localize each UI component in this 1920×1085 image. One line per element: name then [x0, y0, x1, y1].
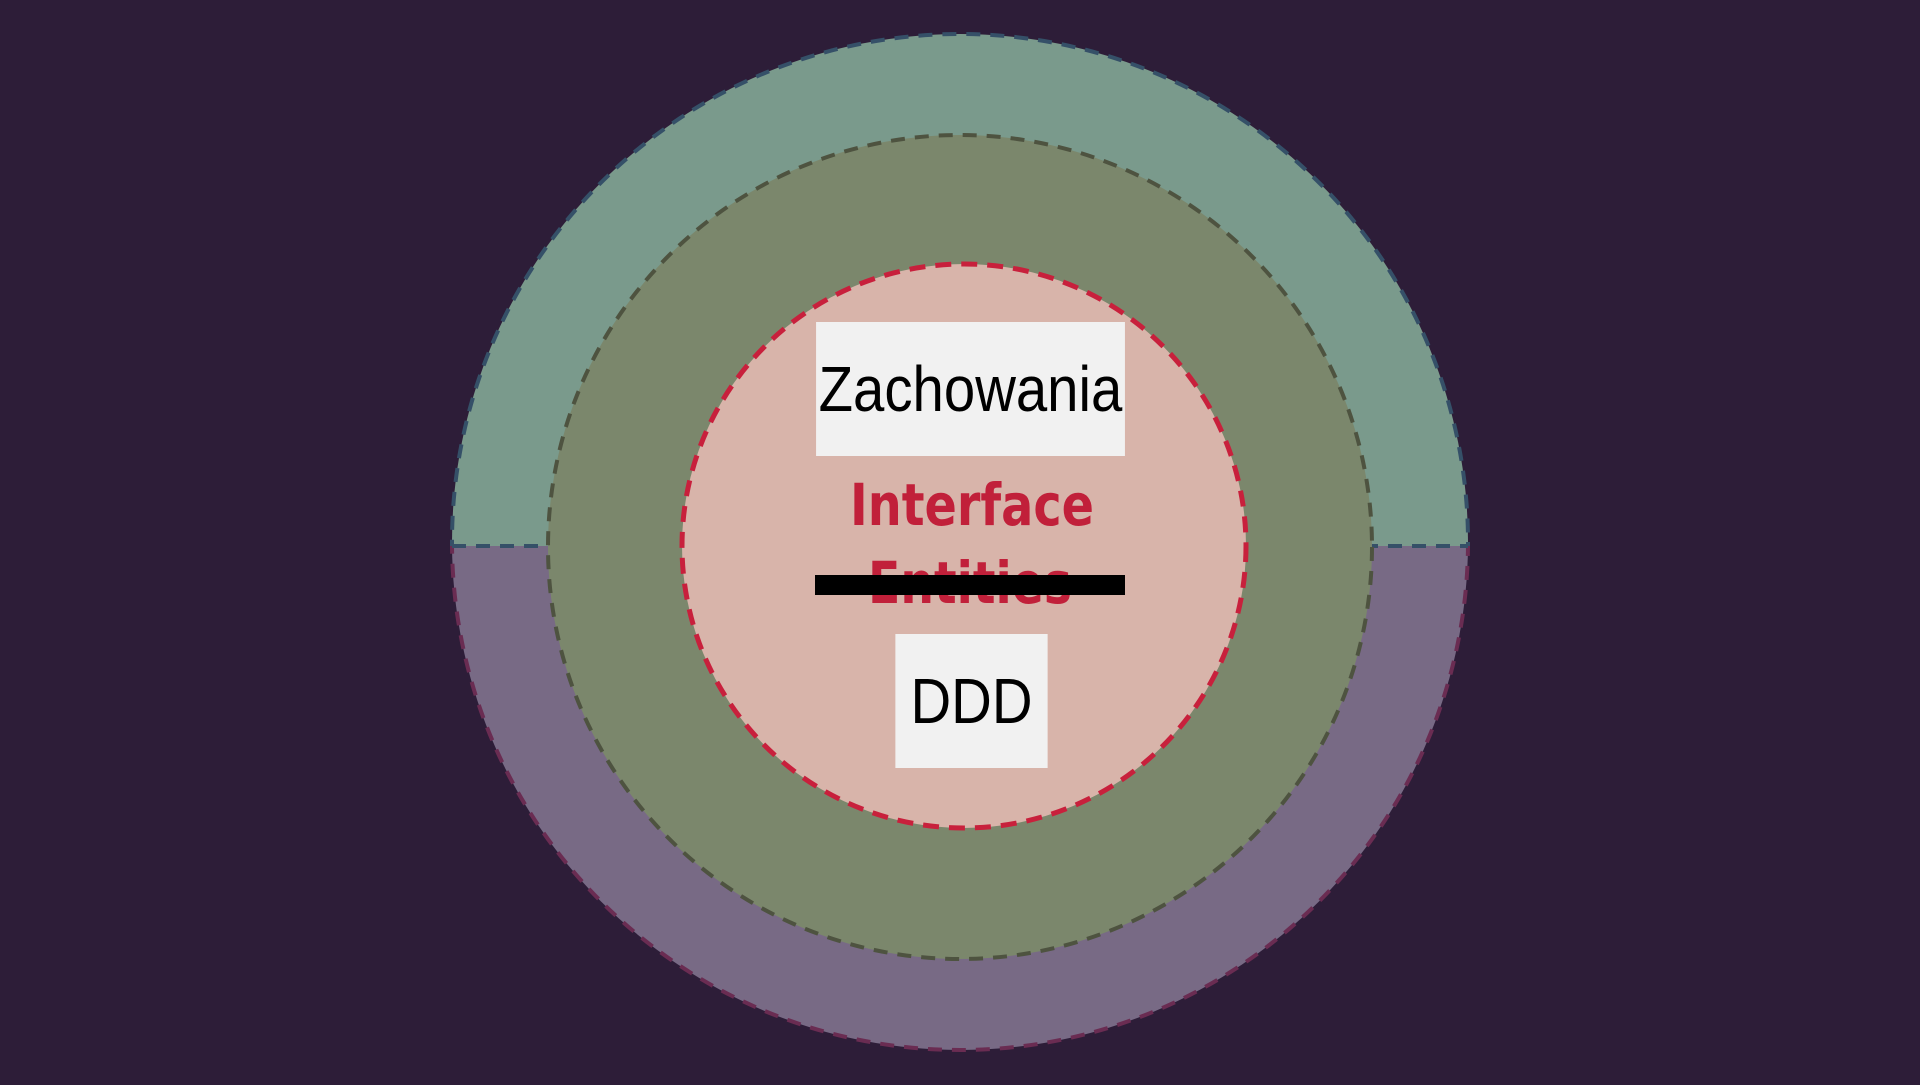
behaviors-label: Zachowania: [818, 353, 1123, 425]
ddd-label: DDD: [910, 665, 1033, 737]
ddd-label-box: DDD: [895, 634, 1048, 768]
behaviors-label-box: Zachowania: [816, 322, 1125, 456]
strike-through-bar: [815, 575, 1125, 595]
core-label: Interface: [850, 471, 1094, 539]
